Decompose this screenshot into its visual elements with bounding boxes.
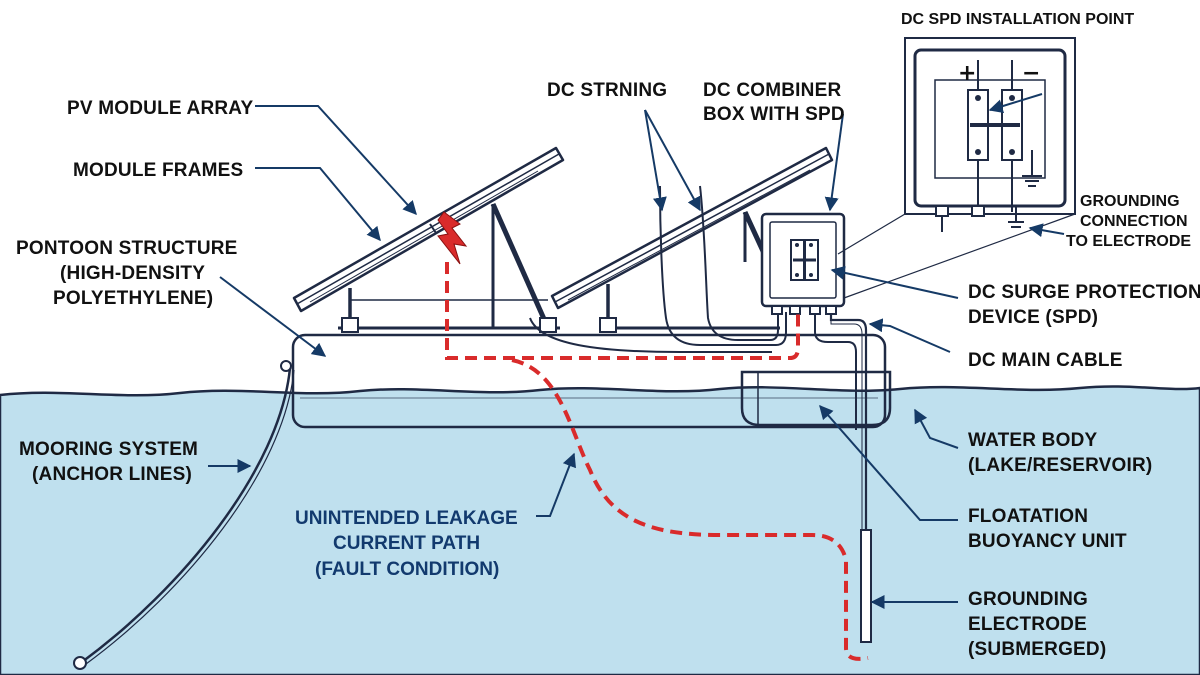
- spd-installation-inset: + −: [837, 37, 1076, 299]
- label-grounding-connection-2: CONNECTION: [1080, 213, 1188, 230]
- plus-symbol: +: [958, 61, 976, 86]
- label-dc-combiner-1: DC COMBINER: [703, 80, 841, 101]
- label-leakage-path-3: (FAULT CONDITION): [315, 559, 499, 580]
- label-module-frames: MODULE FRAMES: [73, 160, 243, 181]
- label-pv-module-array: PV MODULE ARRAY: [67, 98, 253, 119]
- dc-main-cable: [814, 314, 857, 430]
- label-water-body-1: WATER BODY: [968, 430, 1097, 451]
- label-leakage-path-1: UNINTENDED LEAKAGE: [295, 508, 518, 529]
- label-dc-string: DC STRNING: [547, 80, 667, 101]
- label-dc-combiner-2: BOX WITH SPD: [703, 104, 845, 125]
- leader-lines: [208, 93, 1065, 609]
- grounding-electrode: [860, 529, 872, 643]
- label-mooring-system-2: (ANCHOR LINES): [32, 464, 192, 485]
- label-spd-installation-point: DC SPD INSTALLATION POINT: [901, 11, 1134, 28]
- spd-module: [790, 239, 819, 281]
- label-mooring-system-1: MOORING SYSTEM: [19, 439, 198, 460]
- label-pontoon-structure-1: PONTOON STRUCTURE: [16, 238, 238, 259]
- mooring-line: [73, 360, 295, 670]
- label-floatation-1: FLOATATION: [968, 506, 1088, 527]
- label-grounding-connection-1: GROUNDING: [1080, 193, 1180, 210]
- label-grounding-electrode-1: GROUNDING: [968, 589, 1088, 610]
- label-leakage-path-2: CURRENT PATH: [333, 533, 480, 554]
- fault-spark-icon: [437, 211, 468, 265]
- dc-combiner-box: [760, 212, 846, 315]
- label-grounding-electrode-2: ELECTRODE: [968, 614, 1087, 635]
- label-dc-main-cable: DC MAIN CABLE: [968, 350, 1123, 371]
- pv-module-array-1: [292, 146, 565, 333]
- floatation-unit: [740, 370, 892, 427]
- minus-symbol: −: [1022, 61, 1040, 86]
- grounding-conductor: [829, 314, 868, 535]
- label-grounding-connection-3: TO ELECTRODE: [1066, 233, 1191, 250]
- dc-string-cables: [529, 185, 787, 353]
- fault-leakage-path: [437, 211, 869, 661]
- label-pontoon-structure-3: POLYETHYLENE): [53, 288, 213, 309]
- label-grounding-electrode-3: (SUBMERGED): [968, 639, 1106, 660]
- label-dc-spd-1: DC SURGE PROTECTION: [968, 282, 1200, 303]
- label-floatation-2: BUOYANCY UNIT: [968, 531, 1127, 552]
- label-dc-spd-2: DEVICE (SPD): [968, 307, 1098, 328]
- label-water-body-2: (LAKE/RESERVOIR): [968, 455, 1152, 476]
- label-pontoon-structure-2: (HIGH-DENSITY: [60, 263, 205, 284]
